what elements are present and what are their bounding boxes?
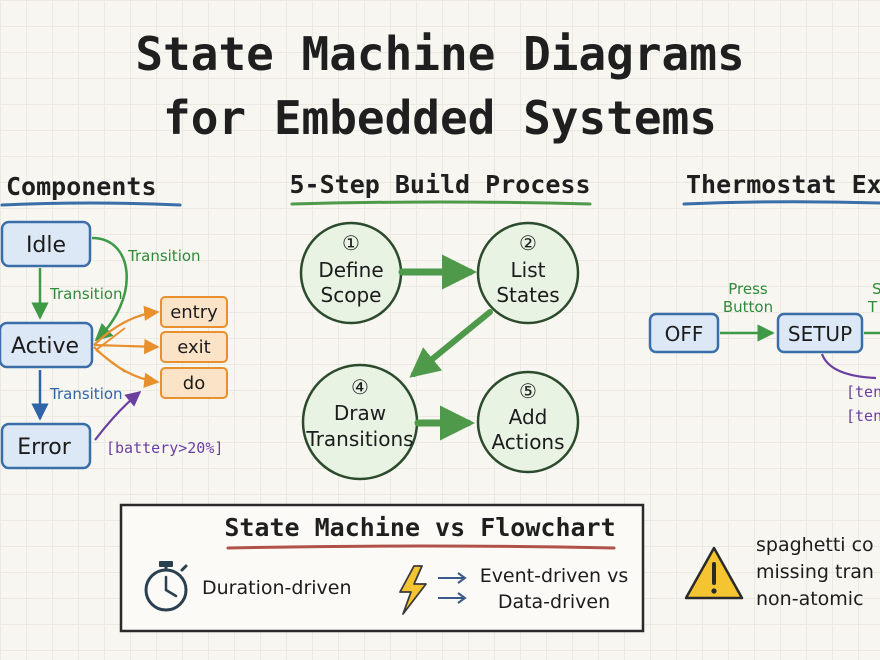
step2-to-step4-arrow — [409, 309, 493, 378]
main-title: State Machine Diagrams for Embedded Syst… — [135, 27, 744, 145]
thermostat-guard-1: [ten — [846, 383, 880, 401]
build-process-section: 5-Step Build Process ① Define Scope ② Li… — [289, 170, 592, 481]
partial-label-1: S — [872, 280, 880, 298]
step-2-line1: List — [511, 258, 546, 282]
extra-connector-stroke-1 — [95, 327, 126, 351]
components-section: Components Idle Active Error Transition … — [0, 172, 228, 470]
guard-label: [battery>20%] — [106, 439, 223, 457]
step-2-line2: States — [496, 283, 559, 307]
thermostat-heading-underline — [682, 200, 880, 206]
transition-idle-active-label: Transition — [49, 285, 123, 303]
comparison-left-label: Duration-driven — [202, 577, 352, 599]
components-heading: Components — [6, 172, 157, 201]
step-1-line1: Define — [318, 258, 383, 282]
double-arrow-icon — [438, 572, 467, 604]
step-4-line1: Draw — [334, 401, 386, 425]
step-5-number: ⑤ — [519, 379, 537, 403]
step-define-scope: ① Define Scope — [299, 221, 403, 325]
do-connector-arrow — [93, 346, 160, 388]
step-1-number: ① — [342, 231, 360, 255]
action-entry-label: entry — [170, 302, 218, 323]
guard-arrow — [94, 391, 142, 441]
transition-active-error-label: Transition — [49, 385, 123, 403]
pitfall-3: non-atomic — [756, 588, 864, 610]
state-off: OFF — [648, 312, 720, 354]
pitfall-2: missing tran — [756, 561, 874, 583]
comparison-heading: State Machine vs Flowchart — [224, 513, 615, 542]
title-line-1: State Machine Diagrams — [135, 27, 744, 81]
state-error: Error — [0, 422, 92, 470]
pitfalls-section: spaghetti co missing tran non-atomic — [684, 534, 874, 610]
step-add-actions: ⑤ Add Actions — [476, 370, 580, 474]
state-setup-label: SETUP — [788, 322, 852, 346]
comparison-box: State Machine vs Flowchart Duration-driv… — [119, 503, 645, 633]
step-2-number: ② — [519, 231, 537, 255]
comparison-right-line1: Event-driven vs — [480, 565, 629, 587]
components-heading-underline — [0, 201, 182, 207]
step-4-number: ④ — [351, 375, 369, 399]
stopwatch-icon — [144, 561, 188, 612]
build-process-heading: 5-Step Build Process — [289, 170, 590, 199]
thermostat-section: Thermostat Ex OFF SETUP Press Button S T… — [648, 170, 880, 425]
guard-connector — [820, 353, 877, 380]
build-process-underline — [290, 200, 592, 206]
step-1-line2: Scope — [321, 283, 382, 307]
step-5-line2: Actions — [491, 430, 564, 454]
pitfall-1: spaghetti co — [756, 534, 874, 556]
event-label-line2: Button — [723, 298, 773, 316]
warning-icon — [684, 546, 744, 600]
title-line-2: for Embedded Systems — [163, 91, 717, 145]
action-do-label: do — [183, 373, 205, 394]
action-entry: entry — [160, 296, 228, 328]
extra-connector-stroke-2 — [95, 349, 126, 373]
step-4-line2: Transitions — [305, 427, 413, 451]
step-list-states: ② List States — [476, 221, 580, 325]
exit-connector-arrow — [93, 338, 160, 355]
comparison-heading-underline — [226, 544, 616, 550]
transition-idle-curve-arrow — [91, 236, 128, 342]
transition-idle-curve-label: Transition — [127, 247, 201, 265]
state-active: Active — [0, 321, 94, 369]
comparison-right-line2: Data-driven — [498, 591, 610, 613]
state-idle: Idle — [0, 220, 92, 268]
state-error-label: Error — [17, 435, 72, 460]
state-active-label: Active — [11, 334, 79, 359]
comparison-frame — [119, 503, 645, 633]
state-off-label: OFF — [665, 322, 704, 346]
thermostat-guard-2: [ten — [846, 407, 880, 425]
action-exit: exit — [160, 331, 228, 363]
thermostat-heading: Thermostat Ex — [686, 170, 880, 199]
partial-label-2: T — [867, 298, 878, 316]
step-5-line1: Add — [509, 405, 548, 429]
action-exit-label: exit — [177, 337, 210, 358]
state-idle-label: Idle — [26, 233, 66, 258]
step-draw-transitions: ④ Draw Transitions — [301, 363, 419, 481]
lightning-icon — [399, 565, 427, 615]
event-label-line1: Press — [728, 280, 768, 298]
entry-connector-arrow — [93, 305, 160, 346]
action-do: do — [160, 367, 228, 399]
state-setup: SETUP — [776, 312, 864, 354]
